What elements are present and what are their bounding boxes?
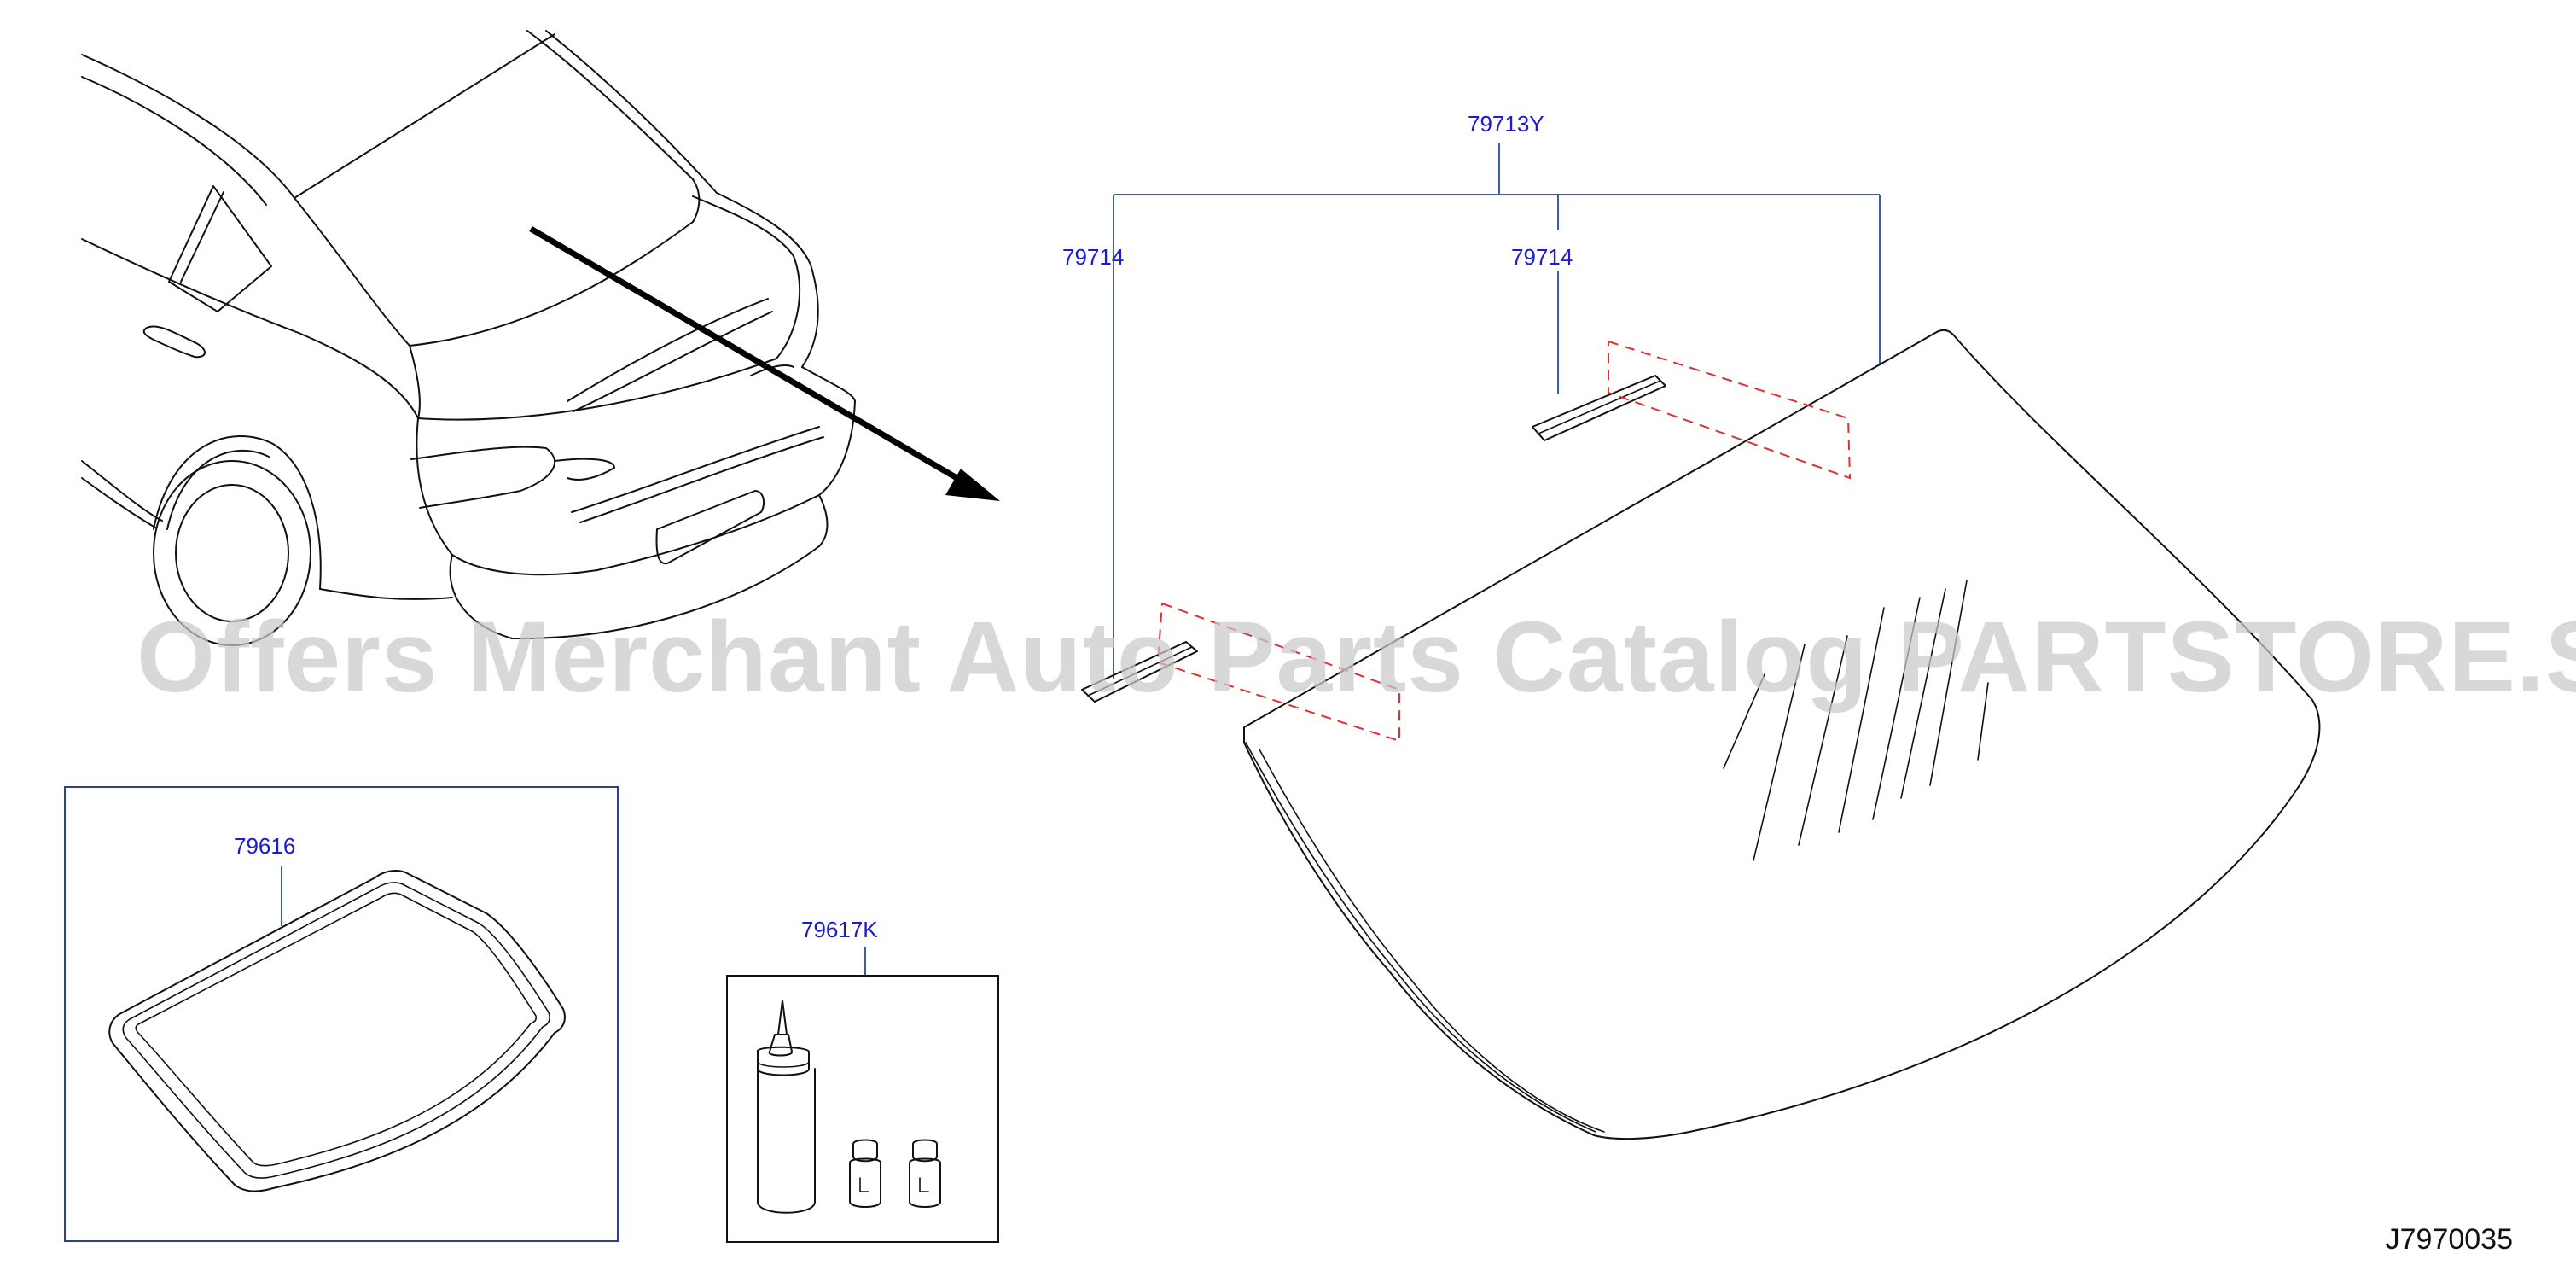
primer-bottle-1 bbox=[849, 1139, 881, 1208]
label-79714-left: 79714 bbox=[1062, 244, 1124, 270]
car-illustration bbox=[81, 30, 856, 646]
label-79713y: 79713Y bbox=[1468, 111, 1544, 137]
molding-frame bbox=[64, 786, 619, 1242]
direction-arrow bbox=[529, 225, 1000, 501]
adhesive-tube bbox=[756, 1000, 816, 1214]
spacer-left bbox=[1081, 641, 1198, 703]
leader-lines bbox=[1113, 143, 1881, 679]
rear-window-glass bbox=[1243, 329, 2321, 1140]
position-guides bbox=[1156, 340, 1852, 743]
spacer-right bbox=[1532, 375, 1666, 441]
label-79616: 79616 bbox=[234, 833, 295, 859]
label-79714-right: 79714 bbox=[1511, 244, 1573, 270]
molding-part bbox=[108, 870, 566, 1192]
label-79617k: 79617K bbox=[801, 917, 878, 942]
diagram-code: J7970035 bbox=[2386, 1223, 2513, 1256]
watermark-text: Offers Merchant Auto Parts Catalog PARTS… bbox=[137, 601, 2576, 714]
primer-bottle-2 bbox=[909, 1139, 941, 1208]
adhesive-kit-frame bbox=[726, 975, 999, 1243]
